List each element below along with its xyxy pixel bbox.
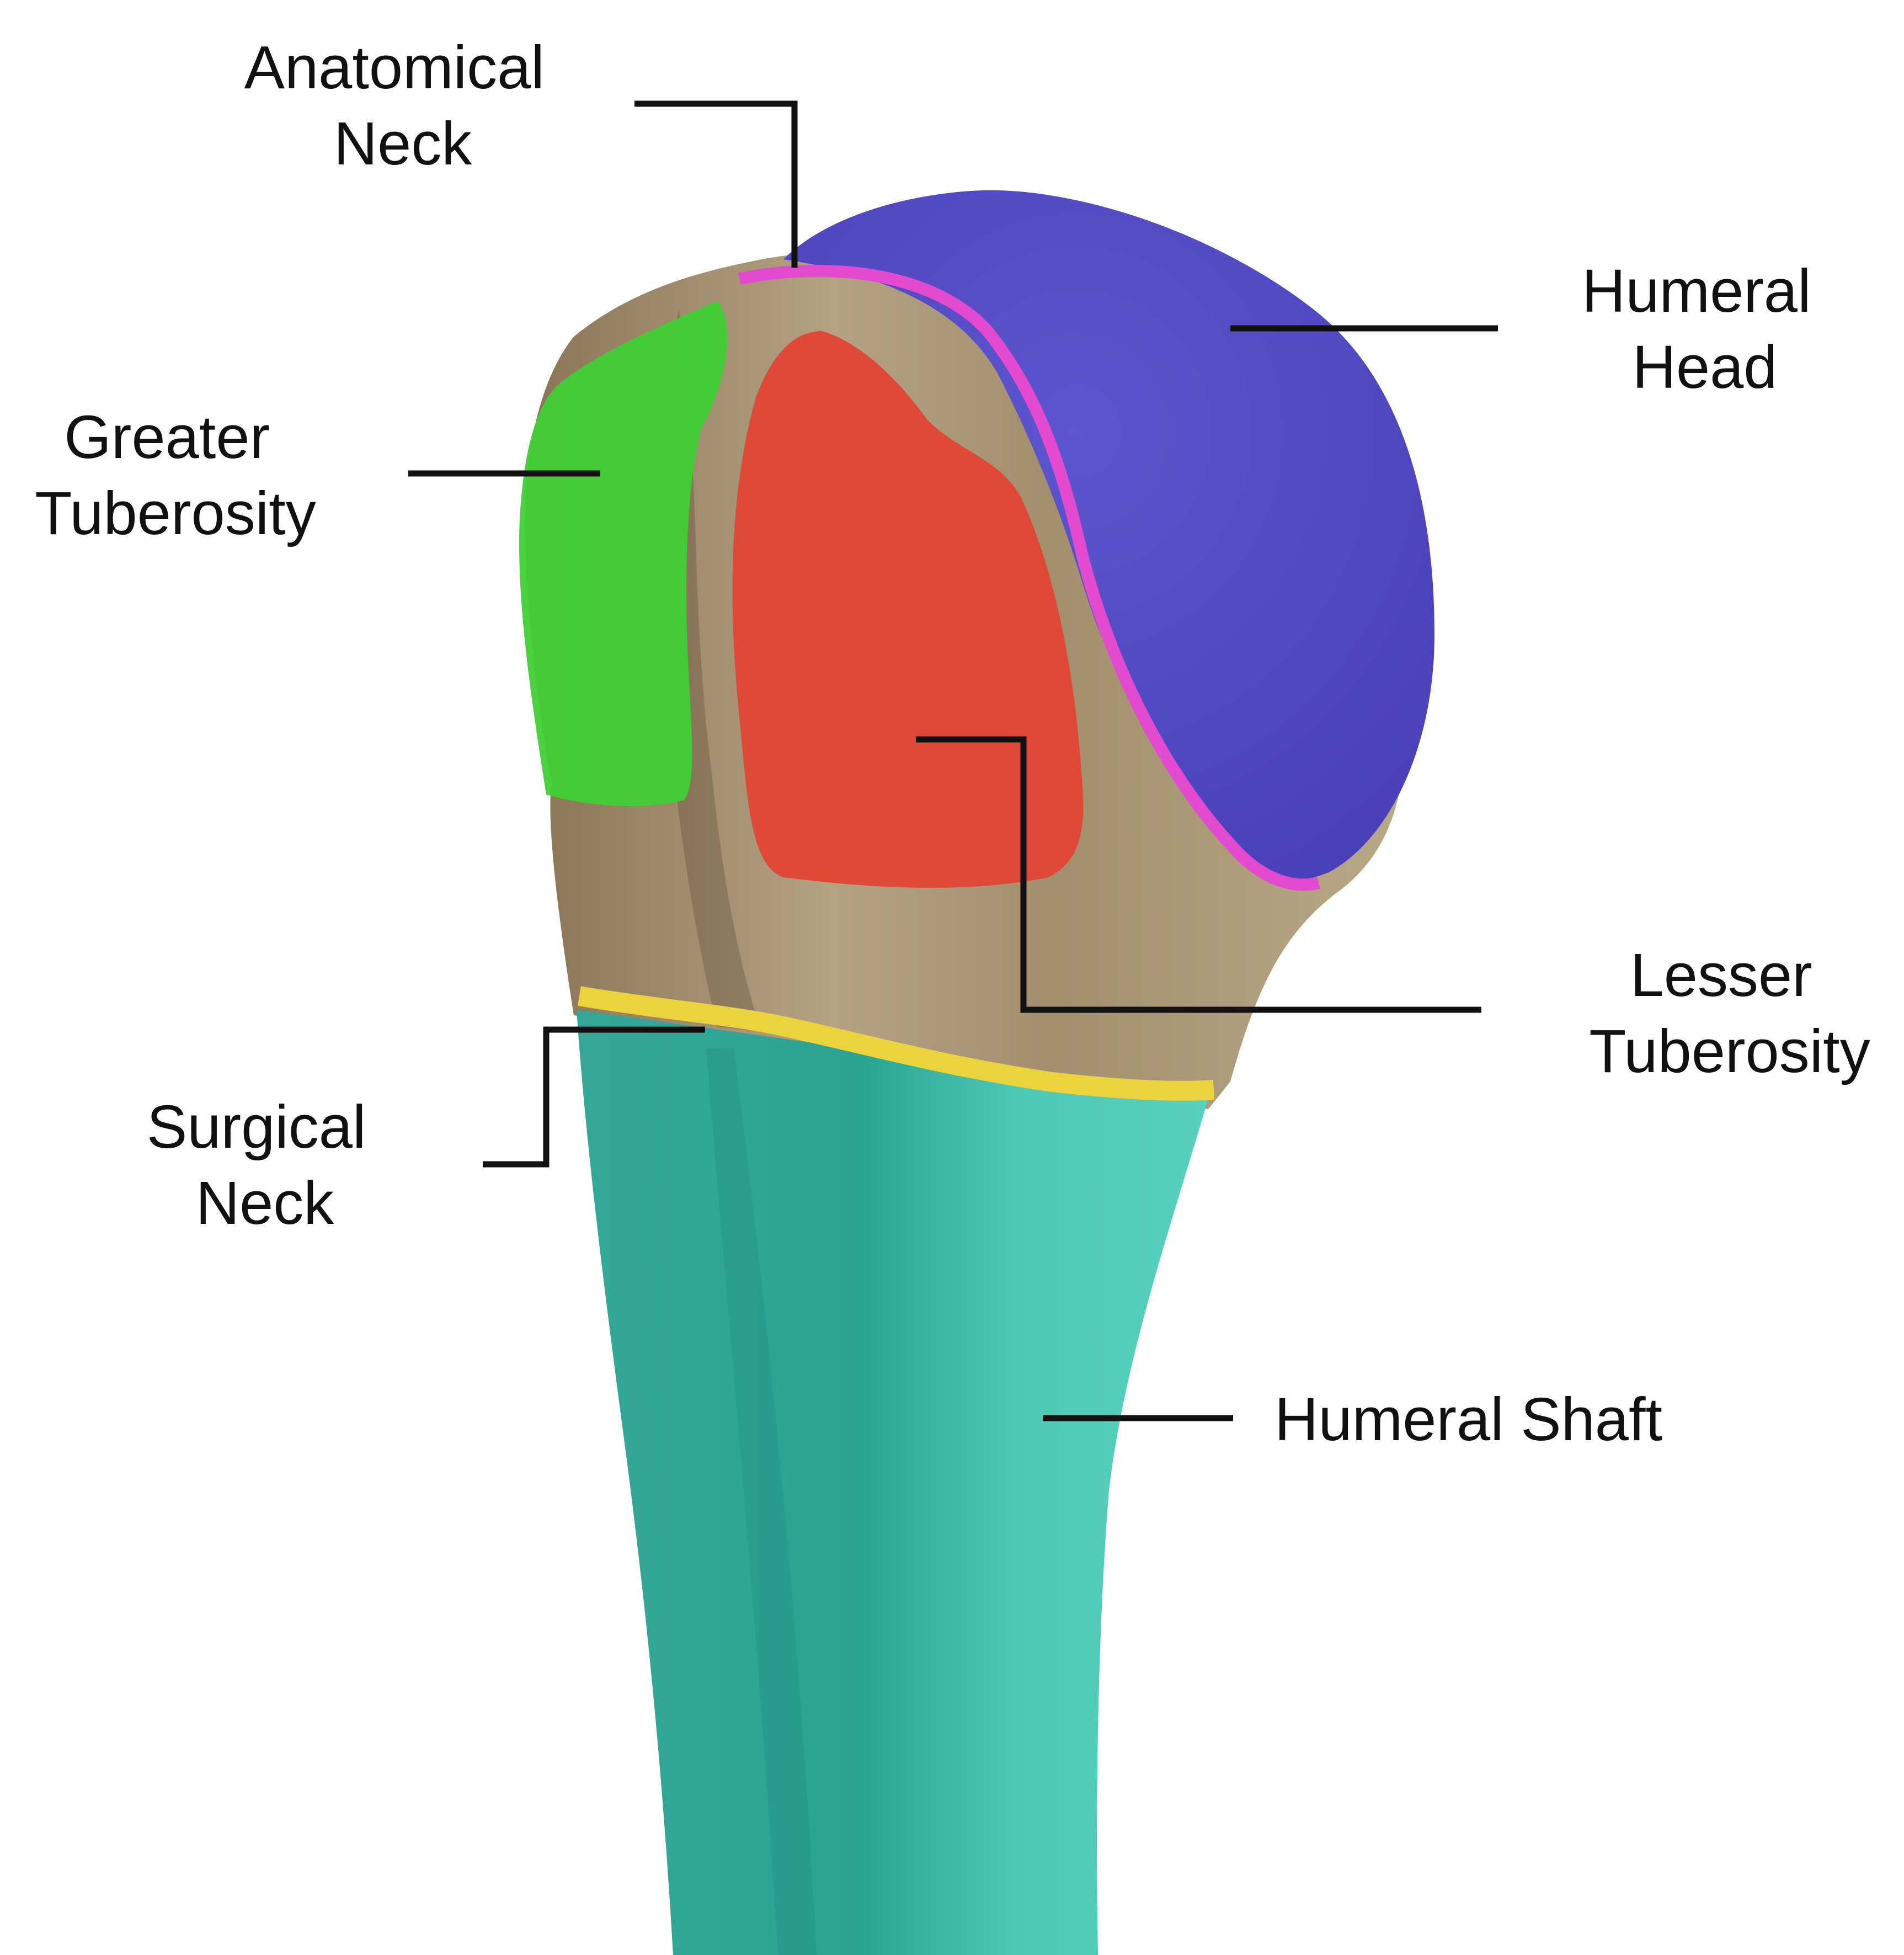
surgical-neck-region <box>578 986 1215 1101</box>
lesser-tuberosity-region <box>732 331 1084 888</box>
humeral-head-label: Humeral Head <box>1582 257 1828 401</box>
lesser-tuberosity-leader <box>916 736 1481 1013</box>
humeral-head-region <box>783 190 1434 881</box>
humeral-shaft-label: Humeral Shaft <box>1274 1386 1662 1453</box>
surgical-neck-label: Surgical Neck <box>147 1093 383 1237</box>
greater-tuberosity-region <box>519 301 728 806</box>
humeral-shaft-region <box>577 1010 1208 1955</box>
anatomical-neck-region <box>738 264 1320 891</box>
shaft-shading <box>706 1048 817 1955</box>
lesser-tuberosity-label: Lesser Tuberosity <box>1589 941 1870 1085</box>
anatomical-neck-leader <box>634 100 798 268</box>
surgical-neck-leader <box>483 1026 705 1168</box>
anatomical-neck-label: Anatomical Neck <box>244 34 562 178</box>
greater-tuberosity-label: Greater Tuberosity <box>35 403 316 547</box>
